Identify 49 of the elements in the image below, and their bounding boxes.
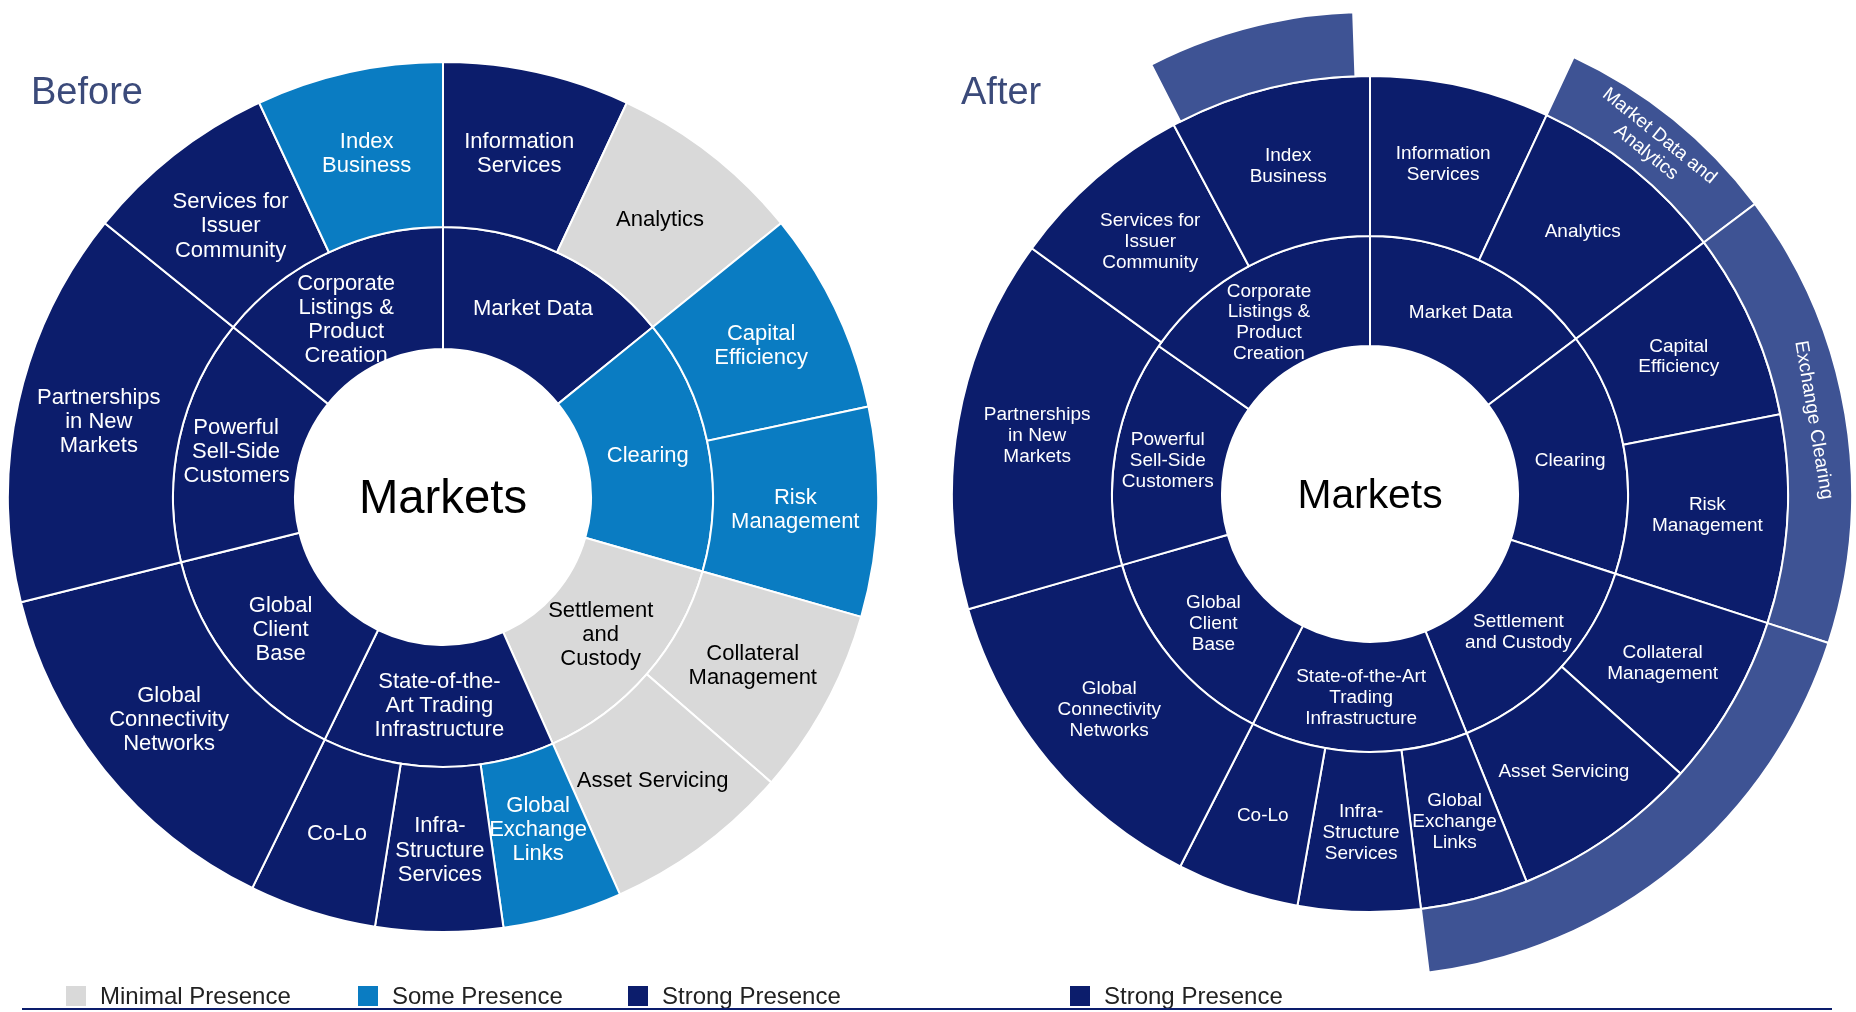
segment-label: Information Services: [463, 128, 576, 178]
segment-label: Risk Management: [730, 485, 861, 534]
segment-label: Information Services: [1394, 143, 1492, 185]
segment-label: Collateral Management: [687, 641, 818, 690]
legend-label: Minimal Presence: [100, 982, 291, 1010]
center-label: Markets: [357, 471, 529, 523]
segment-label: Index Business: [1248, 145, 1328, 187]
segment-label: Global Exchange Links: [1411, 789, 1498, 853]
legend-label: Strong Presence: [662, 982, 841, 1010]
segment-label: Capital Efficiency: [713, 321, 810, 370]
panel-title: After: [961, 70, 1042, 113]
segment-label: Global Connectivity Networks: [108, 682, 230, 756]
segment-label: State-of-the-Art Trading Infrastructure: [1296, 665, 1427, 729]
segment-label: Infra-Structure Services: [394, 813, 486, 886]
segment-label: Analytics: [615, 207, 706, 232]
segment-label: Asset Servicing: [575, 768, 730, 793]
segment-label: Global Exchange Links: [488, 792, 588, 865]
segment-label: Global Client Base: [247, 592, 314, 665]
panel-title: Before: [31, 70, 143, 113]
segment-label: Asset Servicing: [1497, 760, 1631, 782]
segment-label: Analytics: [1543, 220, 1622, 242]
segment-label: Corporate Listings & Product Creation: [296, 270, 397, 367]
segment-label: State-of-the-Art Trading Infrastructure: [373, 668, 506, 742]
segment-label: Clearing: [1533, 450, 1607, 471]
segment-label: Risk Management: [1650, 493, 1764, 536]
segment-label: Co-Lo: [1235, 804, 1290, 825]
segment-label: Capital Efficiency: [1637, 335, 1721, 378]
center-label: Markets: [1296, 471, 1444, 517]
segment-label: Co-Lo: [306, 821, 368, 846]
legend-label: Some Presence: [392, 982, 563, 1010]
segment-label: Services for Issuer Community: [171, 188, 290, 262]
segment-label: Clearing: [605, 443, 690, 468]
segment-label: Partnerships in New Markets: [982, 403, 1092, 467]
segment-label: Settlement and Custody: [1464, 611, 1573, 654]
segment-label: Global Connectivity Networks: [1056, 677, 1162, 741]
segment-label: Market Data: [472, 296, 594, 321]
segment-label: Powerful Sell-Side Customers: [1120, 428, 1215, 492]
segment-label: Collateral Management: [1606, 642, 1720, 684]
segment-label: Settlement and Custody: [547, 597, 655, 671]
segment-label: Infra-Structure Services: [1321, 800, 1401, 864]
segment-label: Partnerships in New Markets: [36, 384, 162, 457]
segment-label: Powerful Sell-Side Customers: [183, 414, 289, 488]
band-label: Exchange Clearing: [1790, 337, 1840, 503]
segment-label: Corporate Listings & Product Creation: [1225, 280, 1313, 365]
segment-label: Global Client Base: [1184, 591, 1242, 655]
legend-label: Strong Presence: [1104, 982, 1283, 1010]
segment-label: Market Data: [1407, 301, 1514, 323]
segment-label: Services for Issuer Community: [1099, 209, 1202, 273]
segment-label: Index Business: [321, 128, 413, 178]
